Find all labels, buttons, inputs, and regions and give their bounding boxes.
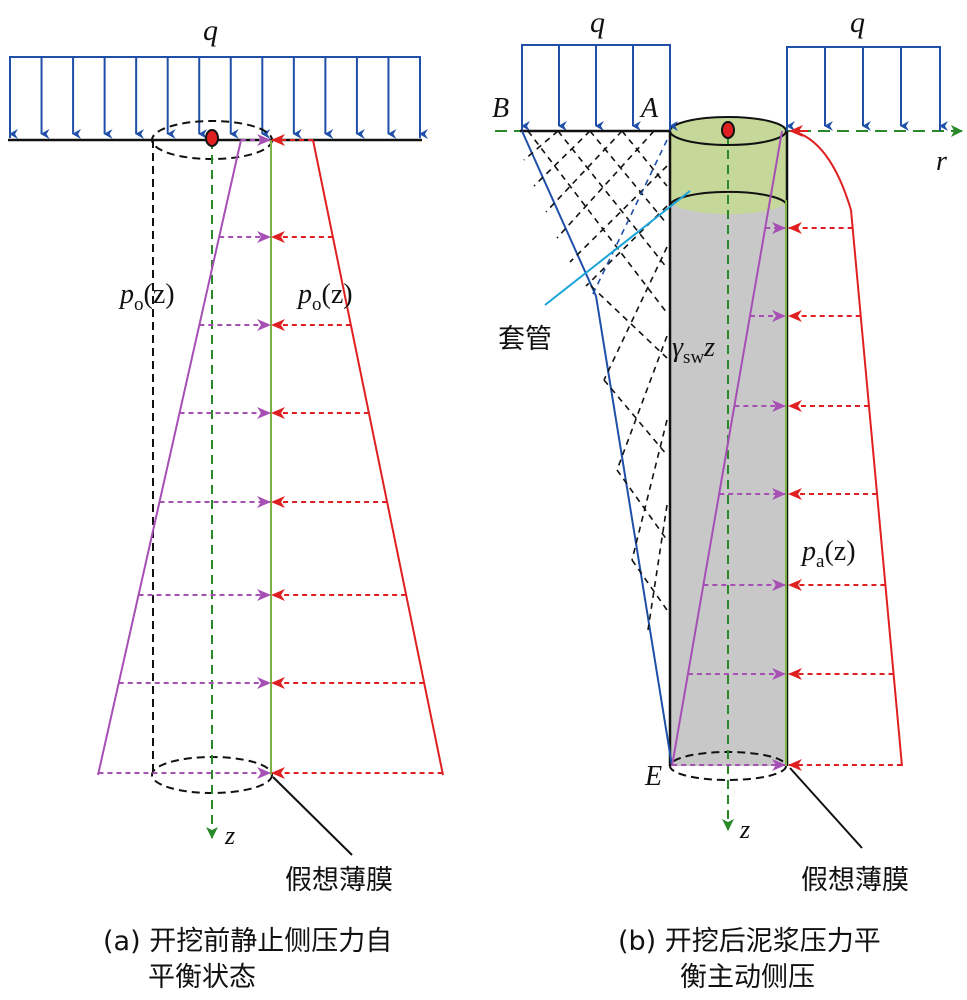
slurry-pressure-label: γswz	[672, 332, 715, 368]
caption-b-line1: (b) 开挖后泥浆压力平	[618, 926, 881, 957]
slurry-subscript: sw	[683, 347, 704, 368]
active-symbol: p	[800, 536, 816, 567]
pressure-argument: (z)	[144, 279, 175, 310]
center-point-a	[205, 129, 219, 147]
caption-b-line2: 衡主动侧压	[680, 962, 815, 993]
load-arrows-a	[9, 57, 428, 139]
casing-leader	[544, 190, 691, 306]
panel-a: z q po(z) po(z) 假想薄膜 (a) 开挖前静止侧压力自 平衡状态	[8, 14, 444, 993]
casing-label: 套管	[498, 324, 552, 355]
point-e-label: E	[644, 761, 662, 792]
r-axis-label-b: r	[936, 146, 947, 177]
panel-b: r z	[492, 6, 963, 993]
z-axis-label-b: z	[739, 815, 750, 844]
center-point-b	[721, 121, 735, 139]
pressure-arrows-a	[98, 134, 443, 779]
pressure-subscript: o	[134, 294, 144, 315]
load-label-a: q	[203, 14, 218, 47]
pressure-label-right-a: po(z)	[296, 279, 353, 315]
slurry-top-ellipse	[669, 190, 788, 207]
casing-blue-dashed	[591, 139, 668, 297]
pressure-line-red-a	[312, 139, 444, 776]
slurry-argument: z	[703, 332, 715, 363]
load-label-b-right: q	[850, 6, 865, 39]
z-axis-label-a: z	[224, 821, 235, 850]
pressure-line-magenta-a	[97, 139, 242, 776]
pressure-symbol: p	[118, 279, 134, 310]
load-q-a	[9, 56, 428, 139]
pressure-arrows-b	[672, 125, 902, 771]
soil-lattice	[523, 130, 668, 631]
slurry-symbol: γ	[672, 332, 684, 363]
point-b-label: B	[492, 93, 509, 124]
active-subscript: a	[816, 551, 825, 572]
pressure-curve-red-b	[791, 130, 903, 767]
caption-a-line2: 平衡状态	[148, 962, 256, 993]
trench-outline	[521, 130, 673, 767]
membrane-leader-b	[789, 767, 863, 849]
membrane-label-a: 假想薄膜	[285, 865, 393, 896]
caption-a-line1: (a) 开挖前静止侧压力自	[103, 926, 392, 957]
active-pressure-label: pa(z)	[800, 536, 856, 572]
pressure-line-magenta-b	[671, 130, 783, 767]
pressure-subscript: o	[312, 294, 322, 315]
load-arrows-b	[521, 45, 948, 131]
pressure-symbol: p	[296, 279, 312, 310]
membrane-leader-a	[272, 776, 353, 856]
active-argument: (z)	[824, 536, 855, 567]
pressure-label-left-a: po(z)	[118, 279, 175, 315]
point-a-label: A	[639, 93, 659, 124]
membrane-label-b: 假想薄膜	[801, 865, 909, 896]
pressure-argument: (z)	[322, 279, 353, 310]
load-label-b-left: q	[590, 6, 605, 39]
